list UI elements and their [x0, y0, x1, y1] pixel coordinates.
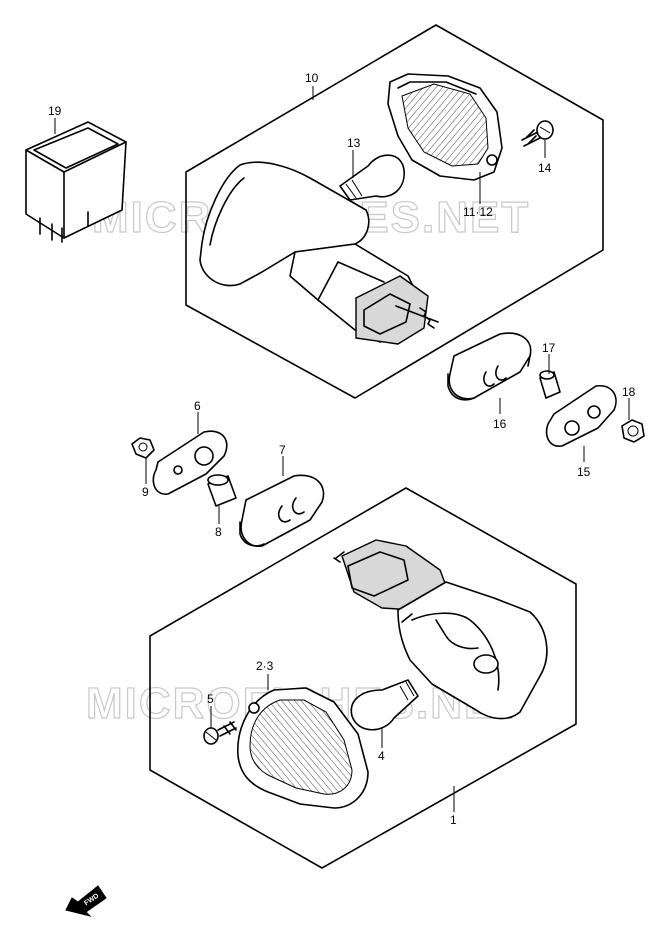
- collar-8: [207, 474, 237, 507]
- callout-6: 6: [194, 399, 201, 413]
- callout-9: 9: [142, 485, 149, 499]
- assembly-box-upper: [185, 24, 604, 399]
- bulb-lower: [350, 679, 419, 731]
- turn-signal-housing-upper: [199, 161, 439, 345]
- nut-18: [621, 419, 645, 443]
- callout-13: 13: [347, 136, 361, 150]
- bulb-upper: [339, 154, 405, 201]
- cushion-7: [239, 474, 325, 547]
- callout-16: 16: [493, 417, 507, 431]
- callout-1: 1: [450, 813, 457, 827]
- callout-11-12: 11·12: [463, 205, 493, 219]
- callout-15: 15: [577, 465, 591, 479]
- callout-5: 5: [207, 692, 214, 706]
- nut-9: [131, 437, 155, 459]
- callout-8: 8: [215, 525, 222, 539]
- relay-19: [25, 121, 127, 243]
- collar-17: [539, 370, 561, 399]
- leader-lines: [54, 86, 630, 812]
- plate-6: [152, 430, 228, 495]
- callout-2-3: 2·3: [256, 659, 274, 673]
- callout-7: 7: [279, 443, 286, 457]
- callout-17: 17: [542, 341, 556, 355]
- callout-19: 19: [48, 104, 62, 118]
- forward-direction-arrow: FWD: [65, 885, 107, 917]
- cushion-16: [447, 332, 532, 401]
- lens-lower: [237, 687, 369, 809]
- lens-upper: [387, 73, 503, 181]
- callout-4: 4: [378, 749, 385, 763]
- callouts: 10 19 13 14 11·12 17 16 18 15 6 7 9 8 2·…: [48, 71, 636, 827]
- plate-15: [545, 385, 617, 447]
- callout-18: 18: [622, 385, 636, 399]
- callout-14: 14: [538, 161, 552, 175]
- callout-10: 10: [305, 71, 319, 85]
- turn-signal-housing-lower: [333, 539, 548, 720]
- assembly-box-lower: [149, 487, 577, 869]
- screw-14: [521, 120, 554, 147]
